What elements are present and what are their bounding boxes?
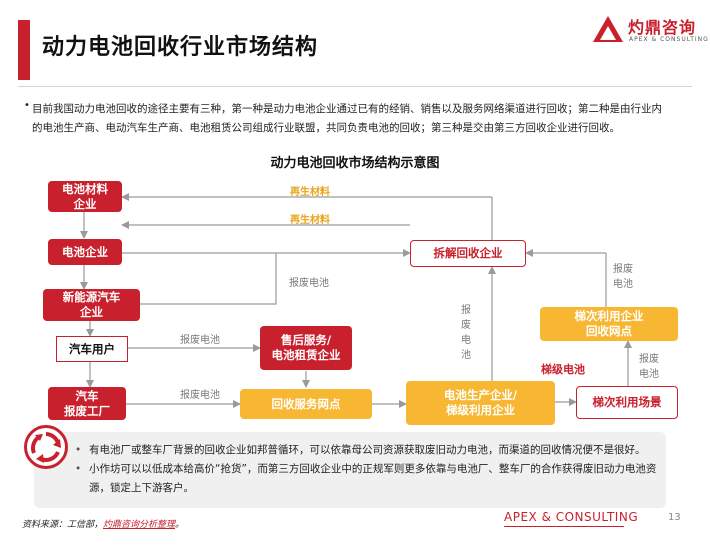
note-item: 有电池厂或整车厂背景的回收企业如邦普循环，可以依靠母公司资源获取废旧动力电池，而… [75,441,665,460]
node-battery-enterprise: 电池企业 [48,239,122,265]
page-number: 13 [668,512,681,523]
node-secondary-point: 梯次利用企业 回收网点 [540,307,678,341]
footer-brand-underline [504,526,624,527]
source-citation: 资料来源：工信部，灼鼎咨询分析整理。 [22,520,185,530]
notes-list: 有电池厂或整车厂背景的回收企业如邦普循环，可以依靠母公司资源获取废旧动力电池，而… [75,441,665,498]
page-title: 动力电池回收行业市场结构 [42,35,319,60]
label-scrap-battery-right-top: 报废 电池 [613,264,633,290]
label-scrap-battery-vertical: 报废电池 [461,305,471,361]
company-logo: 灼鼎咨询 APEX & CONSULTING [592,14,708,50]
header-divider [18,86,692,87]
intro-bullet: • [24,100,30,111]
label-scrap-battery-nev: 报废电池 [289,278,329,289]
node-producer-cascade: 电池生产企业/ 梯级利用企业 [406,381,555,425]
footer-brand: APEX & CONSULTING [504,510,639,524]
node-aftersales-leasing: 售后服务/ 电池租赁企业 [260,326,352,370]
label-scrap-battery-right-bottom: 报废 电池 [639,354,659,380]
label-scrap-battery-scrap: 报废电池 [180,390,220,401]
source-highlight: 灼鼎咨询分析整理 [103,520,176,530]
recycle-icon [24,425,68,469]
logo-name-cn: 灼鼎咨询 [628,18,697,37]
node-scrap-factory: 汽车 报废工厂 [48,387,126,420]
label-recycled-materials-1: 再生材料 [290,187,330,198]
diagram-title: 动力电池回收市场结构示意图 [270,156,440,171]
logo-name-en: APEX & CONSULTING [629,36,709,43]
node-recycling-service-point: 回收服务网点 [240,389,372,419]
header-accent-bar [18,20,30,80]
node-nev-enterprise: 新能源汽车 企业 [43,289,140,321]
label-cascade-battery: 梯级电池 [541,363,585,376]
node-cascade-scene: 梯次利用场景 [576,386,678,419]
label-recycled-materials-2: 再生材料 [290,215,330,226]
node-dismantling-enterprise: 拆解回收企业 [410,240,526,267]
node-battery-materials: 电池材料 企业 [48,181,122,212]
label-scrap-battery-user: 报废电池 [180,335,220,346]
intro-paragraph: 目前我国动力电池回收的途径主要有三种，第一种是动力电池企业通过已有的经销、销售以… [32,103,662,134]
logo-triangle-icon [593,16,623,42]
node-car-user: 汽车用户 [56,336,128,362]
note-item: 小作坊可以以低成本给高价“抢货”，而第三方回收企业中的正规军则更多依靠与电池厂、… [75,460,665,498]
